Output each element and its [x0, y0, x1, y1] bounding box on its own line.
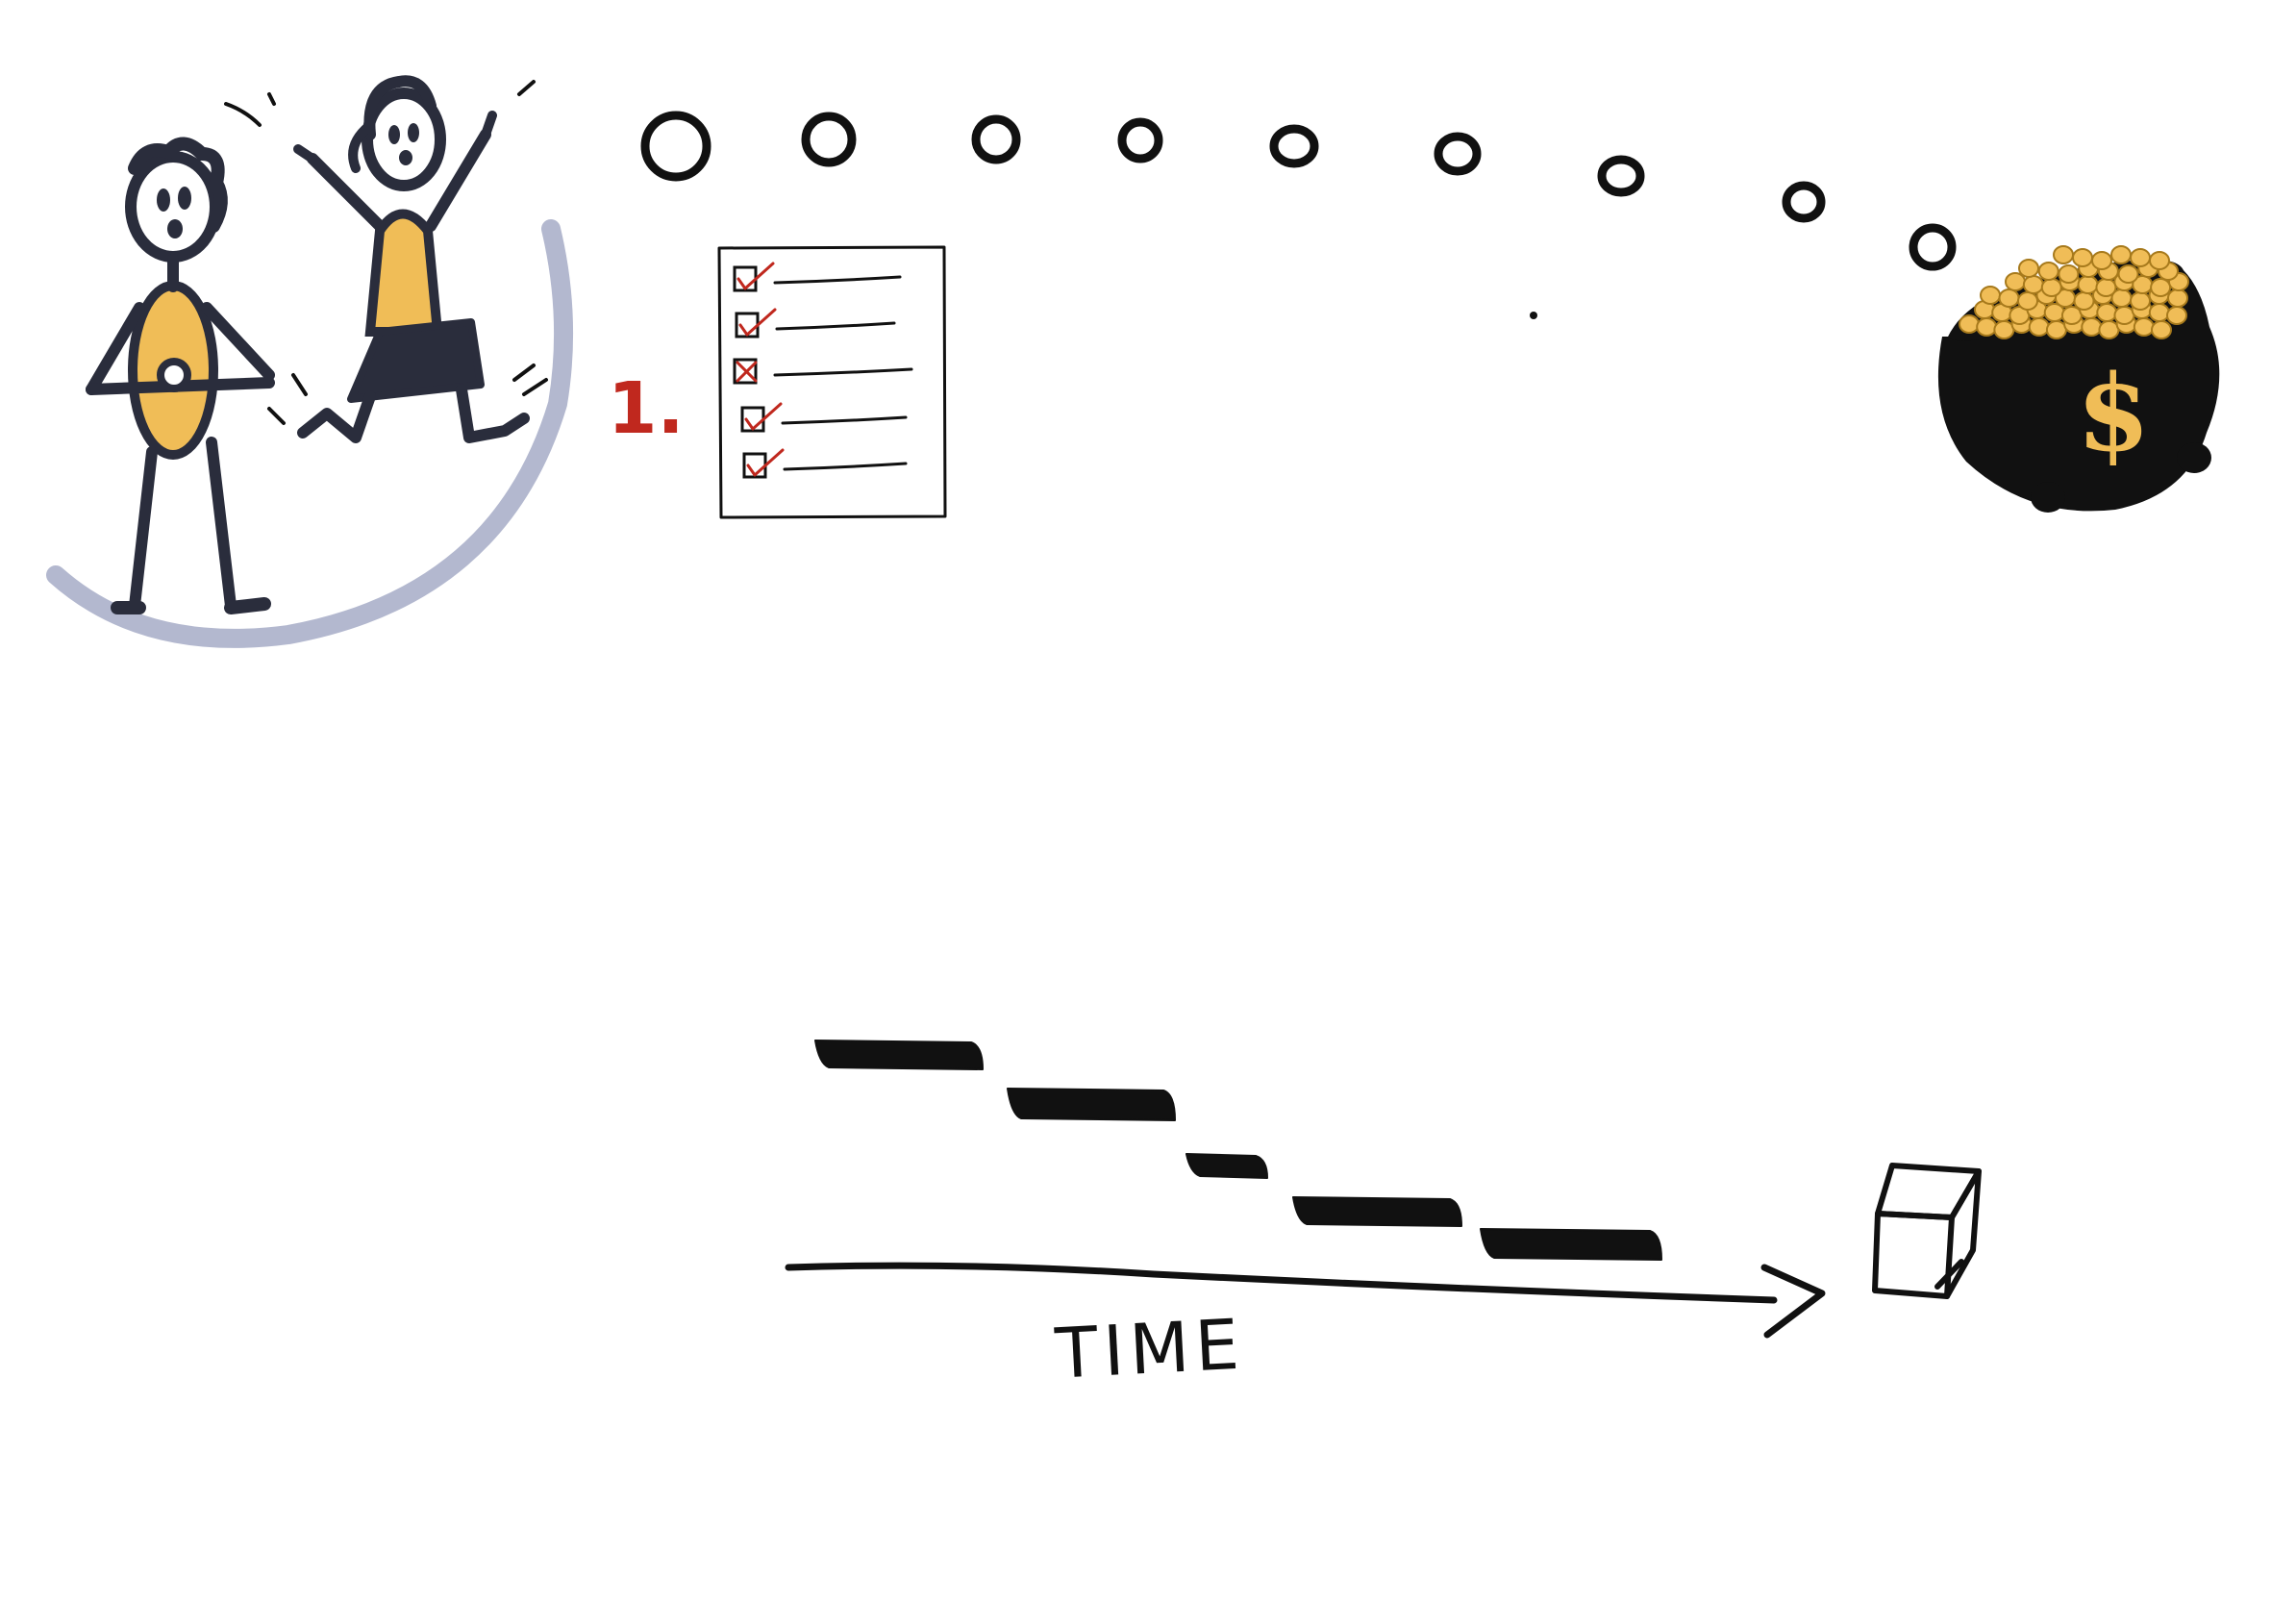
checklist-line	[783, 462, 908, 471]
checklist-items	[733, 262, 913, 479]
time-arrow-head	[1760, 1264, 1826, 1339]
gold-coin	[2098, 320, 2120, 339]
thought-bubble	[640, 111, 711, 182]
gold-coin	[2058, 264, 2080, 284]
checklist-line	[773, 367, 913, 377]
gold-coin	[2133, 317, 2155, 337]
thought-bubble-trail	[640, 111, 1957, 271]
cross-mark-icon	[736, 361, 758, 383]
gold-coin	[2130, 291, 2151, 311]
gold-coin	[2148, 303, 2170, 322]
thought-bubble	[1597, 155, 1645, 197]
motion-arc	[46, 219, 574, 648]
man-figure	[86, 137, 275, 614]
check-mark-icon	[746, 448, 785, 477]
gold-coin	[2091, 251, 2112, 270]
gold-coin	[2077, 275, 2099, 294]
gold-coin	[1998, 288, 2020, 308]
gold-coin	[2037, 262, 2059, 281]
gold-coin	[2130, 248, 2151, 267]
cube-icon	[1872, 1163, 1982, 1299]
gold-coin	[2045, 320, 2067, 339]
gold-coin	[1976, 317, 1998, 337]
checklist-item	[740, 402, 908, 433]
woman-figure	[293, 75, 530, 443]
thought-bubble	[801, 112, 857, 167]
gold-coin	[2113, 306, 2135, 325]
timeline-section: TIME	[785, 1040, 1982, 1394]
timeline-bar	[1480, 1228, 1662, 1261]
gold-coin	[1980, 286, 2001, 305]
gold-coin	[2072, 248, 2093, 267]
pot-of-gold-illustration: $	[1530, 245, 2220, 513]
gold-coins	[1959, 245, 2189, 339]
gold-coin	[2117, 264, 2139, 284]
timeline-bars	[814, 1040, 1662, 1261]
gold-coin	[2073, 291, 2095, 311]
checklist-line	[781, 415, 908, 425]
excitement-marks	[224, 80, 548, 425]
checklist-item	[733, 358, 913, 385]
checklist-line	[775, 321, 896, 331]
gold-coin	[2151, 320, 2172, 339]
thought-bubble	[1909, 223, 1957, 271]
thought-bubble	[1117, 117, 1163, 163]
check-mark-icon	[738, 308, 777, 337]
gold-coin	[1993, 320, 2015, 339]
gold-coin	[2150, 278, 2172, 297]
timeline-bar	[1185, 1153, 1268, 1179]
gold-coin	[2017, 291, 2038, 311]
checklist-line	[773, 275, 902, 285]
gold-coin	[2110, 245, 2132, 264]
gold-coin	[2166, 306, 2187, 325]
gold-coin	[1959, 314, 1980, 334]
timeline-bar	[1292, 1196, 1462, 1227]
gold-coin	[2028, 317, 2050, 337]
checklist-item	[735, 308, 896, 338]
thought-bubble	[1269, 124, 1319, 168]
gold-coin	[2022, 275, 2044, 294]
thought-bubble	[1434, 132, 1482, 176]
check-mark-icon	[744, 402, 783, 431]
gold-coin	[2096, 303, 2118, 322]
gold-coin	[2167, 288, 2188, 308]
checklist-item	[733, 262, 902, 292]
gold-coin	[2149, 251, 2170, 270]
gold-coin	[2040, 278, 2062, 297]
celebrating-people-illustration	[46, 75, 574, 648]
timeline-bar	[814, 1040, 984, 1070]
timeline-bar	[1007, 1088, 1176, 1121]
gold-coin	[2081, 317, 2103, 337]
step-number: 1.	[608, 367, 685, 450]
time-label: TIME	[1053, 1304, 1247, 1394]
gold-coin	[2060, 306, 2083, 325]
gold-coin	[2018, 259, 2039, 278]
time-arrow-line	[785, 1262, 1778, 1304]
checklist-card	[717, 245, 947, 519]
check-mark-icon	[736, 262, 775, 290]
gold-coin	[2053, 245, 2074, 264]
checklist-item	[742, 448, 908, 479]
dollar-symbol: $	[2077, 351, 2151, 475]
thought-bubble	[971, 114, 1021, 164]
gold-coin	[2095, 278, 2117, 297]
thought-bubble	[1782, 181, 1826, 223]
